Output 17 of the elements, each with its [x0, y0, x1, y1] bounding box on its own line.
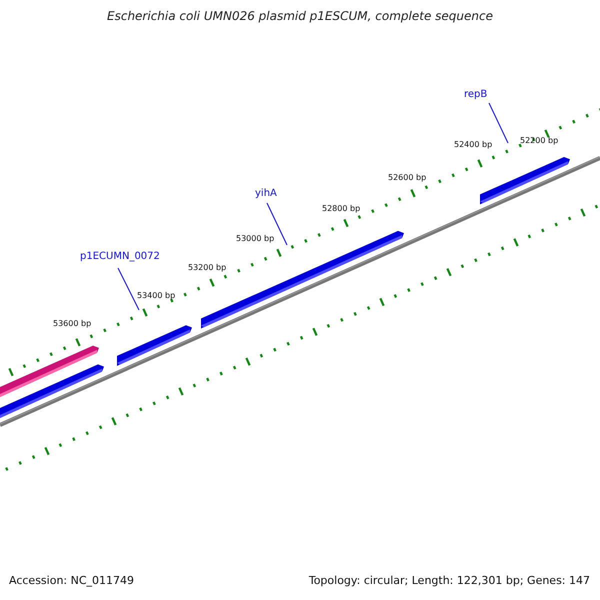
tick-label: 52400 bp	[454, 140, 492, 150]
gene-label: p1ECUMN_0072	[80, 251, 160, 262]
gene-label: yihA	[255, 188, 277, 200]
tick-label: 52800 bp	[322, 204, 360, 214]
leader-line	[488, 102, 508, 144]
tick-label: 52200 bp	[520, 136, 558, 146]
tick-label: 53600 bp	[53, 319, 92, 328]
leader-line	[118, 268, 140, 310]
tick-label: 53000 bp	[236, 234, 274, 244]
accession-text: Accession: NC_011749	[9, 575, 134, 588]
title: Escherichia coli UMN026 plasmid p1ESCUM, complete sequence	[106, 10, 494, 24]
leader-line	[266, 202, 288, 246]
tick-label: 53200 bp	[188, 263, 226, 272]
summary-text: Topology: circular; Length: 122,301 bp; Genes: 147	[308, 575, 590, 588]
tick-label: 52600 bp	[388, 173, 426, 182]
gene-label: repB	[464, 89, 488, 100]
tick-label: 53400 bp	[137, 291, 176, 300]
